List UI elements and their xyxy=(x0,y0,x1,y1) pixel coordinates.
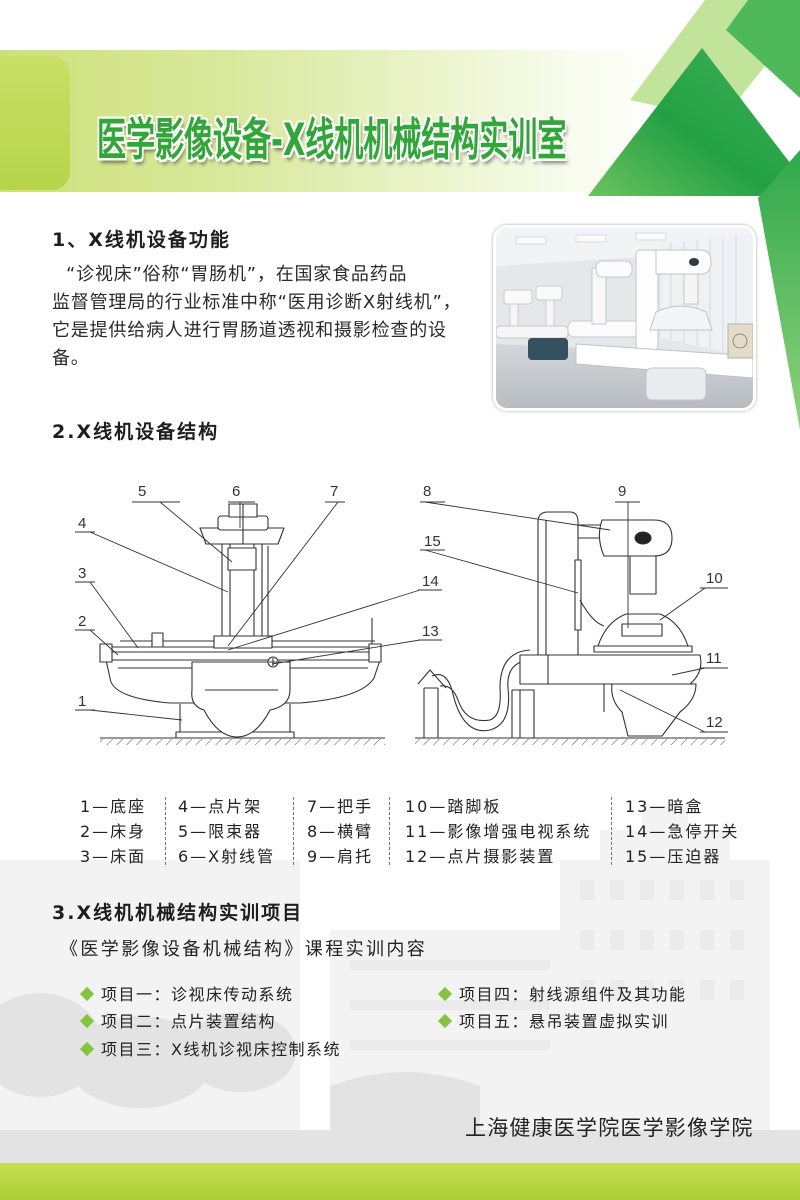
paragraph-line: 监督管理局的行业标准中称“医用诊断X射线机”， xyxy=(52,292,462,313)
deco-top-corner xyxy=(726,0,800,98)
legend-divider xyxy=(389,797,390,865)
legend-item: 7—把手 xyxy=(307,797,374,816)
diagram-label-12: 12 xyxy=(706,714,723,731)
legend-divider xyxy=(293,797,294,865)
diagram-label-14: 14 xyxy=(422,573,439,590)
project-label: 项目二：点片装置结构 xyxy=(101,1012,277,1031)
section1-heading: 1、X线机设备功能 xyxy=(52,229,231,251)
project-item: 项目一：诊视床传动系统 xyxy=(79,984,294,1006)
diagram-label-4: 4 xyxy=(78,515,86,532)
diagram-leader-lines xyxy=(75,501,728,733)
course-subtitle: 《医学影像设备机械结构》课程实训内容 xyxy=(60,939,428,960)
project-item: 项目三：X线机诊视床控制系统 xyxy=(79,1039,341,1061)
xray-structure-diagram: 1 2 3 4 5 6 7 8 9 10 11 12 13 14 15 xyxy=(75,483,728,745)
legend-item: 13—暗盒 xyxy=(625,797,704,816)
diagram-label-11: 11 xyxy=(706,650,722,667)
legend-column: 4—点片架 5—限束器 6—X射线管 xyxy=(178,794,275,869)
diagram-label-9: 9 xyxy=(618,483,626,500)
header-tab-decoration xyxy=(0,56,70,190)
deco-dark-diamond xyxy=(588,48,800,196)
legend-item: 2—床身 xyxy=(80,822,147,841)
project-label: 项目三：X线机诊视床控制系统 xyxy=(101,1040,341,1059)
project-item: 项目二：点片装置结构 xyxy=(79,1011,277,1033)
legend-item: 1—底座 xyxy=(80,797,147,816)
section1-paragraph: “诊视床”俗称“胃肠机”，在国家食品药品 监督管理局的行业标准中称“医用诊断X射… xyxy=(52,261,461,373)
section3-heading: 3.X线机机械结构实训项目 xyxy=(52,902,304,924)
project-item: 项目五：悬吊装置虚拟实训 xyxy=(437,1011,670,1033)
corner-green-shapes xyxy=(588,0,800,430)
project-item: 项目四：射线源组件及其功能 xyxy=(437,984,687,1006)
diagram-label-8: 8 xyxy=(423,483,431,500)
legend-item: 8—横臂 xyxy=(307,822,374,841)
project-label: 项目四：射线源组件及其功能 xyxy=(459,985,687,1004)
legend-item: 10—踏脚板 xyxy=(405,797,502,816)
legend-divider xyxy=(611,797,612,865)
diagram-label-10: 10 xyxy=(706,570,723,587)
lab-photo xyxy=(493,225,756,411)
diagram-label-5: 5 xyxy=(138,483,146,500)
legend-column: 10—踏脚板 11—影像增强电视系统 12—点片摄影装置 xyxy=(405,794,591,869)
legend-item: 15—压迫器 xyxy=(625,847,722,866)
diagram-label-1: 1 xyxy=(78,693,86,710)
legend-item: 4—点片架 xyxy=(178,797,263,816)
bottom-band xyxy=(0,1163,800,1200)
diagram-side-view xyxy=(415,511,725,745)
diamond-bullet-icon xyxy=(437,986,453,1002)
legend-item: 3—床面 xyxy=(80,847,147,866)
diagram-label-15: 15 xyxy=(424,533,441,550)
legend-item: 6—X射线管 xyxy=(178,847,276,866)
deco-right-triangle xyxy=(758,150,800,430)
institution-name: 上海健康医学院医学影像学院 xyxy=(465,1116,754,1140)
background-building-sketch xyxy=(0,806,800,1165)
diagram-front-view xyxy=(99,503,385,745)
section2-heading: 2.X线机设备结构 xyxy=(52,421,220,443)
paragraph-line: 备。 xyxy=(52,348,90,369)
diagram-label-2: 2 xyxy=(78,613,86,630)
paragraph-line: 它是提供给病人进行胃肠道透视和摄影检查的设 xyxy=(52,320,447,341)
legend-item: 5—限束器 xyxy=(178,822,263,841)
paragraph-line: “诊视床”俗称“胃肠机”，在国家食品药品 xyxy=(66,264,408,285)
legend-column: 7—把手 8—横臂 9—肩托 xyxy=(307,794,373,869)
diagram-label-13: 13 xyxy=(422,623,439,640)
project-label: 项目五：悬吊装置虚拟实训 xyxy=(459,1012,670,1031)
legend-item: 12—点片摄影装置 xyxy=(405,847,556,866)
legend-item: 11—影像增强电视系统 xyxy=(405,822,592,841)
diagram-label-3: 3 xyxy=(78,565,86,582)
diamond-bullet-icon xyxy=(79,1041,95,1057)
diagram-label-7: 7 xyxy=(330,483,338,500)
project-label: 项目一：诊视床传动系统 xyxy=(101,985,294,1004)
legend-column: 1—底座 2—床身 3—床面 xyxy=(80,794,146,869)
legend-item: 14—急停开关 xyxy=(625,822,740,841)
legend-divider xyxy=(165,797,166,865)
legend-item: 9—肩托 xyxy=(307,847,374,866)
diamond-bullet-icon xyxy=(79,986,95,1002)
legend-column: 13—暗盒 14—急停开关 15—压迫器 xyxy=(625,794,739,869)
page-title: 医学影像设备-X线机机械结构实训室 xyxy=(97,113,567,167)
diamond-bullet-icon xyxy=(437,1013,453,1029)
diamond-bullet-icon xyxy=(79,1013,95,1029)
diagram-label-6: 6 xyxy=(232,483,240,500)
